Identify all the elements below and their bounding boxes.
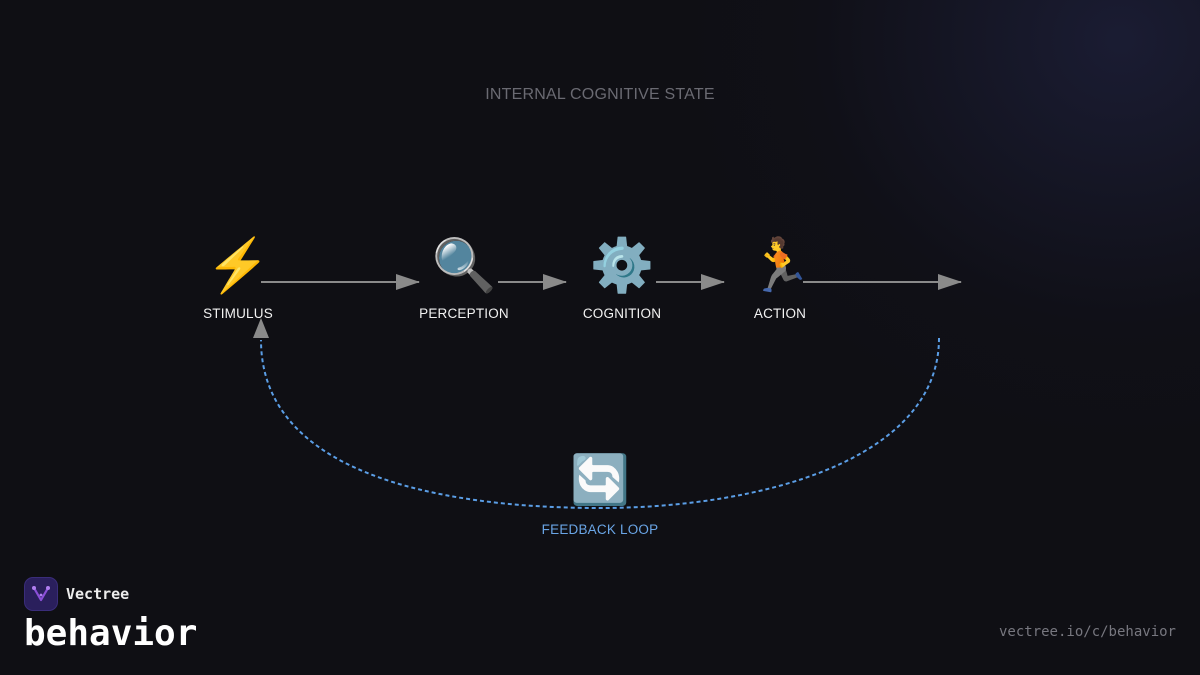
node-label-action: ACTION bbox=[753, 306, 807, 321]
running-person-icon: 🏃 bbox=[747, 237, 813, 295]
node-label-cognition: COGNITION bbox=[582, 306, 662, 321]
node-action: 🏃 ACTION bbox=[700, 234, 860, 321]
feedback-loop: 🔄 FEEDBACK LOOP bbox=[500, 450, 700, 537]
brand[interactable]: Vectree bbox=[24, 577, 129, 611]
refresh-arrows-icon: 🔄 bbox=[570, 454, 630, 507]
brand-name: Vectree bbox=[66, 585, 130, 603]
magnifying-glass-icon: 🔍 bbox=[431, 237, 497, 295]
page-topic-title: behavior bbox=[24, 613, 198, 654]
feedback-loop-label: FEEDBACK LOOP bbox=[541, 522, 659, 537]
node-stimulus: ⚡ STIMULUS bbox=[158, 234, 318, 321]
feedback-arrowhead bbox=[253, 318, 269, 338]
node-cognition: ⚙️ COGNITION bbox=[542, 234, 702, 321]
lightning-bolt-icon: ⚡ bbox=[205, 237, 271, 295]
page-url-link[interactable]: vectree.io/c/behavior bbox=[998, 624, 1176, 640]
gear-icon: ⚙️ bbox=[589, 237, 655, 295]
node-label-stimulus: STIMULUS bbox=[203, 306, 273, 321]
vectree-logo-icon bbox=[24, 577, 58, 611]
internal-state-title: INTERNAL COGNITIVE STATE bbox=[485, 86, 715, 103]
node-label-perception: PERCEPTION bbox=[419, 306, 509, 321]
feedback-loop-curve bbox=[260, 337, 940, 510]
node-perception: 🔍 PERCEPTION bbox=[384, 234, 544, 321]
